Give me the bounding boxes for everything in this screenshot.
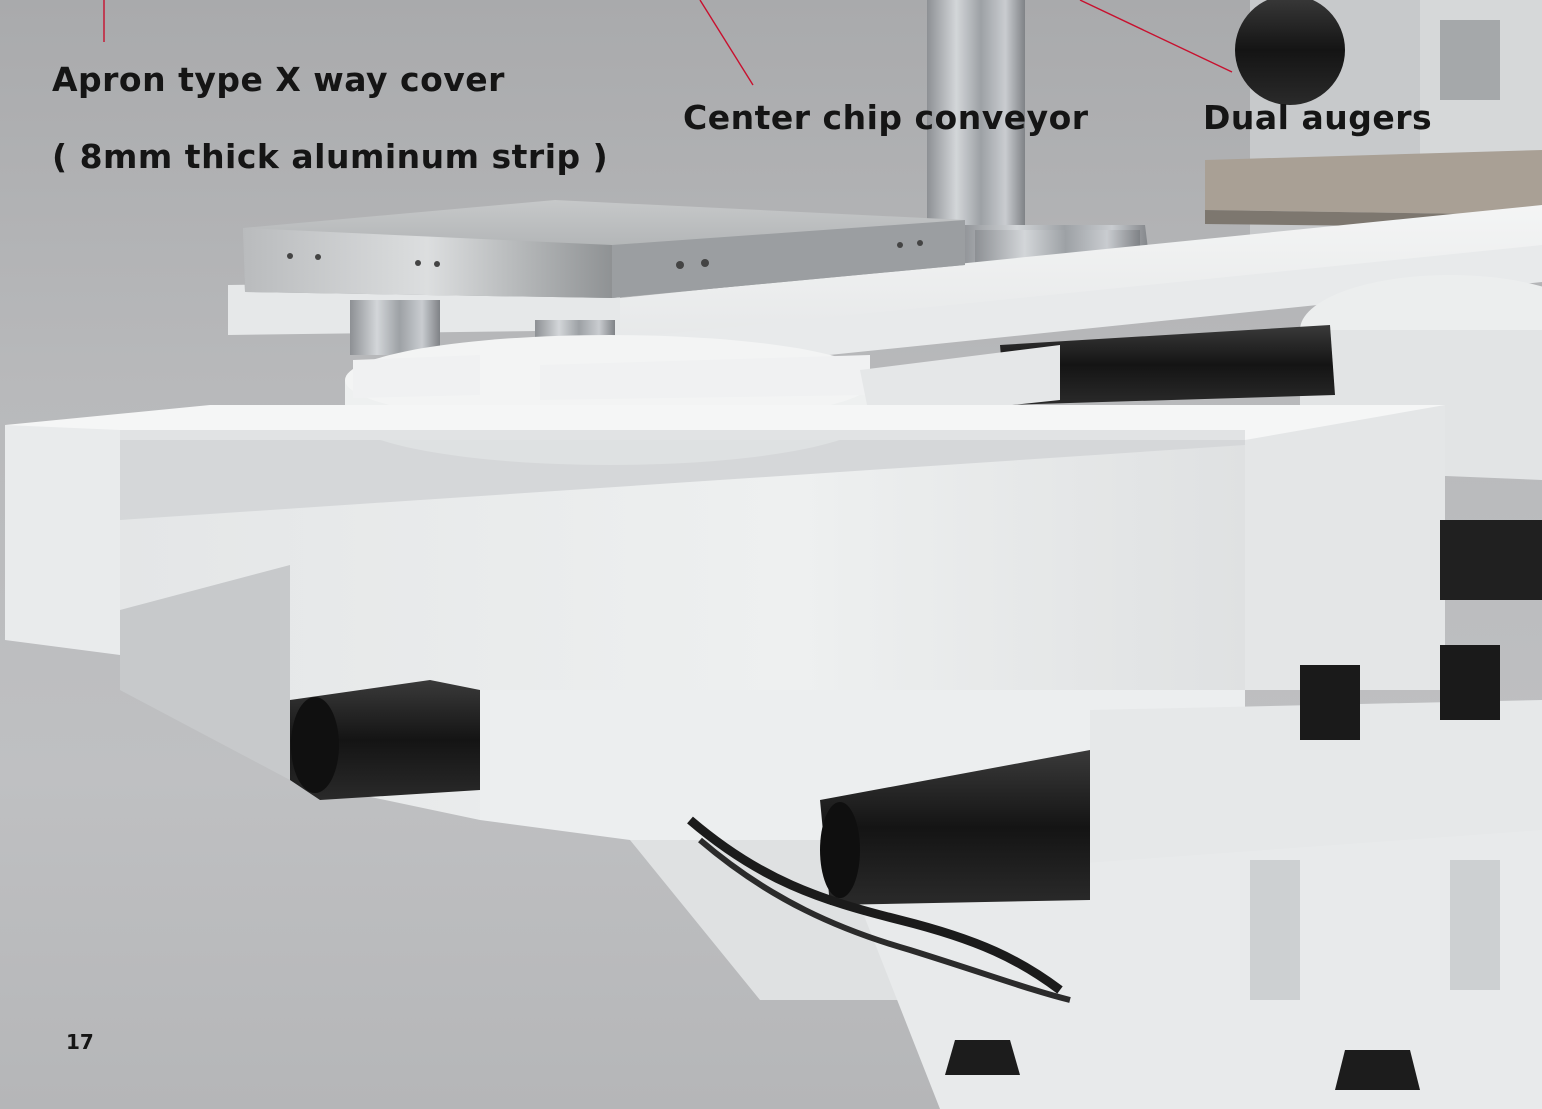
- page-number: 17: [66, 1030, 94, 1054]
- callout-dual-augers: Dual augers: [1203, 98, 1433, 137]
- callout-apron-way-cover: Apron type X way cover: [52, 60, 505, 99]
- callout-aluminum-strip: ( 8mm thick aluminum strip ): [52, 137, 609, 176]
- callout-center-chip-conveyor: Center chip conveyor: [683, 98, 1089, 137]
